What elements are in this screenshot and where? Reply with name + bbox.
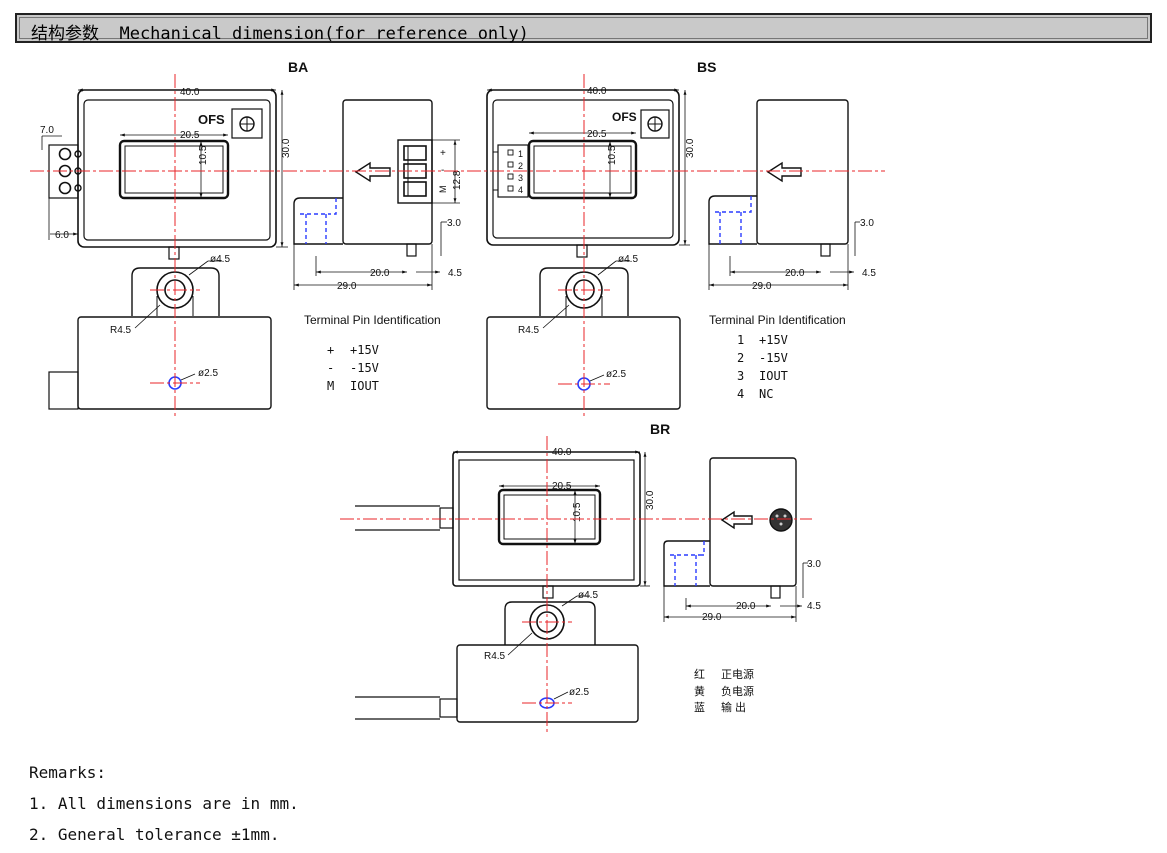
dim-radius-ba: R4.5 xyxy=(110,325,132,336)
wire-color-2: 黄 xyxy=(694,684,705,698)
view-label-ba: BA xyxy=(288,59,308,75)
dim-pin-ba: 3.0 xyxy=(447,218,461,229)
ofs-label-ba: OFS xyxy=(198,112,225,127)
dim-radius-bs: R4.5 xyxy=(518,325,540,336)
dim-height-ba: 30.0 xyxy=(281,138,292,158)
dim-hole-ba: ø4.5 xyxy=(210,254,230,265)
dim-radius-br: R4.5 xyxy=(484,651,506,662)
dim-left-b-ba: 6.0 xyxy=(55,230,69,241)
wire-func-1: 正电源 xyxy=(721,667,754,681)
wire-func-2: 负电源 xyxy=(721,684,754,698)
view-ba: BA OFS xyxy=(40,59,463,410)
dim-span-ba: 20.0 xyxy=(370,268,390,279)
dim-depth-ba: 29.0 xyxy=(337,281,357,292)
ba-front-view xyxy=(48,89,277,260)
ofs-label-bs: OFS xyxy=(612,110,637,124)
dim-span-br: 20.0 xyxy=(736,601,756,612)
dim-depth-br: 29.0 xyxy=(702,612,722,623)
ba-bottom-view xyxy=(48,267,272,410)
dim-pin-bs: 3.0 xyxy=(860,218,874,229)
view-label-br: BR xyxy=(650,421,670,437)
remarks-title: Remarks: xyxy=(29,763,107,782)
section-header: 结构参数 Mechanical dimension(for reference … xyxy=(15,13,1152,44)
dim-depth-bs: 29.0 xyxy=(752,281,772,292)
dim-pin-br: 3.0 xyxy=(807,559,821,570)
bs-front-view xyxy=(486,89,680,258)
dim-window-h-br: 10.5 xyxy=(572,502,583,522)
pin-id-ba-2: - xyxy=(327,361,334,375)
wire-color-3: 蓝 xyxy=(694,701,705,714)
remark-item-2: 2. General tolerance ±1mm. xyxy=(29,825,280,844)
pin-title-bs: Terminal Pin Identification xyxy=(709,313,846,327)
connector-mark-3-ba: M xyxy=(438,186,448,194)
connector-mark-1-ba: + xyxy=(440,148,446,159)
dim-hole-bs: ø4.5 xyxy=(618,254,638,265)
connector-mark-2-ba: - xyxy=(441,165,444,176)
dim-offset-bs: 4.5 xyxy=(862,268,876,279)
dim-width-ba: 40.0 xyxy=(180,87,200,98)
dim-hole-small-ba: ø2.5 xyxy=(198,368,218,379)
dim-hole-small-br: ø2.5 xyxy=(569,687,589,698)
connector-mark-4-bs: 4 xyxy=(518,185,523,195)
pin-id-bs-3: 3 xyxy=(737,369,744,383)
dim-hole-br: ø4.5 xyxy=(578,590,598,601)
pin-id-ba-1: + xyxy=(327,343,334,357)
pin-name-ba-2: -15V xyxy=(350,361,379,375)
dim-window-w-ba: 20.5 xyxy=(180,130,200,141)
section-title: 结构参数 Mechanical dimension(for reference … xyxy=(31,24,529,44)
pin-id-bs-2: 2 xyxy=(737,351,744,365)
connector-mark-2-bs: 2 xyxy=(518,161,523,171)
dim-offset-ba: 4.5 xyxy=(448,268,462,279)
remarks: Remarks: 1. All dimensions are in mm. 2.… xyxy=(29,757,299,850)
pin-id-ba-3: M xyxy=(327,379,334,393)
pin-id-bs-1: 1 xyxy=(737,333,744,347)
ba-side-view xyxy=(293,99,433,257)
pin-id-bs-4: 4 xyxy=(737,387,744,401)
dim-height-br: 30.0 xyxy=(645,490,656,510)
view-bs: BS OFS 1 2 3 4 40.0 xyxy=(486,59,876,410)
bs-side-view xyxy=(708,99,849,257)
br-front-view xyxy=(355,451,641,599)
dim-left-a-ba: 7.0 xyxy=(40,125,54,136)
pin-name-bs-1: +15V xyxy=(759,333,788,347)
pin-name-ba-3: IOUT xyxy=(350,379,379,393)
connector-mark-1-bs: 1 xyxy=(518,149,523,159)
br-bottom-view xyxy=(355,601,639,723)
connector-mark-3-bs: 3 xyxy=(518,173,523,183)
dim-window-w-bs: 20.5 xyxy=(587,129,607,140)
remark-item-1: 1. All dimensions are in mm. xyxy=(29,794,299,813)
dim-width-br: 40.0 xyxy=(552,447,572,458)
dim-hole-small-bs: ø2.5 xyxy=(606,369,626,380)
view-label-bs: BS xyxy=(697,59,716,75)
wire-color-1: 红 xyxy=(694,668,705,681)
center-lines xyxy=(30,74,885,733)
dim-window-h-ba: 10.5 xyxy=(198,145,209,165)
dim-width-bs: 40.0 xyxy=(587,86,607,97)
dim-height-bs: 30.0 xyxy=(685,138,696,158)
view-br: BR 40.0 20.5 10.5 30.0 xyxy=(355,421,821,723)
pin-name-ba-1: +15V xyxy=(350,343,379,357)
pin-title-ba: Terminal Pin Identification xyxy=(304,313,441,327)
dim-window-w-br: 20.5 xyxy=(552,481,572,492)
dim-span-bs: 20.0 xyxy=(785,268,805,279)
dim-window-h-bs: 10.5 xyxy=(607,145,618,165)
wire-func-3: 输 出 xyxy=(721,700,746,714)
dim-offset-br: 4.5 xyxy=(807,601,821,612)
dim-pitch-ba: 12.8 xyxy=(452,170,463,190)
pin-name-bs-4: NC xyxy=(759,387,773,401)
pin-name-bs-2: -15V xyxy=(759,351,788,365)
br-side-view xyxy=(663,457,797,599)
pin-name-bs-3: IOUT xyxy=(759,369,788,383)
